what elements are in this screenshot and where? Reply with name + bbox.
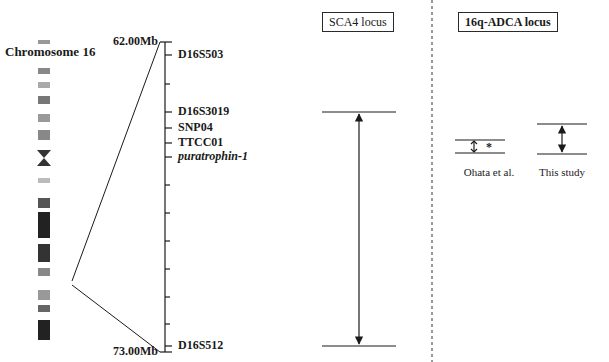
marker-label: TTCC01 bbox=[178, 136, 223, 149]
marker-label: SNP04 bbox=[178, 121, 213, 134]
separator-line bbox=[432, 0, 433, 362]
marker-label: D16S503 bbox=[178, 48, 223, 61]
chromosome-ideogram bbox=[37, 40, 51, 340]
study-label: This study bbox=[539, 166, 585, 178]
asterisk-note: * bbox=[486, 141, 492, 154]
zoom-lines bbox=[72, 42, 160, 352]
gene-label: puratrophin-1 bbox=[178, 150, 248, 163]
this-study-interval bbox=[537, 124, 587, 154]
ohata-interval bbox=[455, 140, 505, 153]
marker-label: D16S512 bbox=[178, 339, 223, 352]
study-label: Ohata et al. bbox=[464, 166, 514, 178]
box-text: SCA4 locus bbox=[329, 15, 387, 29]
locus-box: SCA4 locus bbox=[322, 12, 394, 32]
box-text: 16q-ADCA locus bbox=[465, 15, 551, 29]
locus-box: 16q-ADCA locus bbox=[458, 12, 558, 32]
sca4-interval bbox=[322, 112, 396, 346]
scale-label: 62.00Mb bbox=[113, 35, 158, 48]
marker-label: D16S3019 bbox=[178, 105, 229, 118]
chromosome-label: Chromosome 16 bbox=[5, 45, 95, 59]
scale-label: 73.00Mb bbox=[113, 345, 158, 358]
scale-axis bbox=[160, 42, 172, 352]
